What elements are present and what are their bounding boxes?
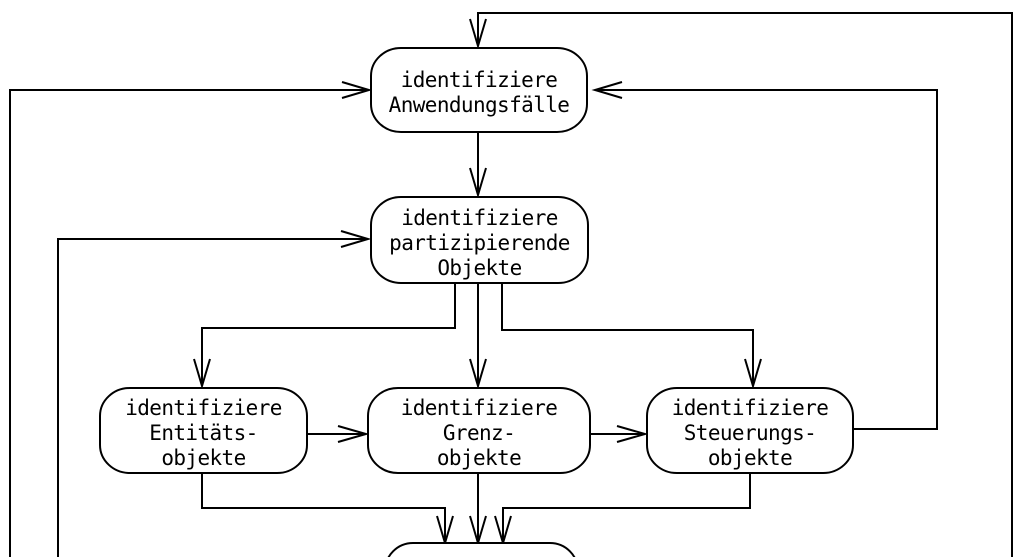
node-anwendungsfaelle-shape (370, 47, 588, 133)
arrowhead-right-into-grenz-left (337, 425, 370, 443)
edge-loop-left-outer (9, 89, 366, 557)
edge-partizipierende-to-entitaets (201, 283, 456, 384)
edge-partizipierende-to-steuerungs (501, 283, 754, 384)
edge-loop-right (596, 89, 938, 430)
arrowhead-right-into-steuerungs-left (616, 425, 649, 443)
arrowhead-left-into-anwendungsfaelle-right (591, 81, 623, 99)
edge-loop-top (477, 12, 1013, 557)
edge-loop-left-inner (57, 238, 365, 557)
node-bottom-partial-shape (387, 542, 576, 557)
arrowhead-right-into-partizipierende-left (340, 230, 372, 248)
edge-steuerungs-to-bottom (502, 473, 751, 541)
node-partizipierende-shape (370, 196, 589, 284)
node-steuerungs-shape (646, 387, 854, 474)
node-entitaets-shape (99, 387, 308, 474)
arrowhead-right-into-anwendungsfaelle-left (341, 81, 373, 99)
node-grenz-shape (367, 387, 591, 474)
edge-entitaets-to-bottom (201, 473, 446, 541)
arrowhead-down-into-steuerungs-top (744, 358, 762, 390)
arrowhead-down-into-partizipierende-top (469, 167, 487, 199)
arrowhead-down-into-anwendungsfaelle-top (469, 18, 487, 50)
arrowhead-down-into-entitaets-top (193, 358, 211, 390)
arrowhead-down-into-grenz-top (469, 358, 487, 390)
